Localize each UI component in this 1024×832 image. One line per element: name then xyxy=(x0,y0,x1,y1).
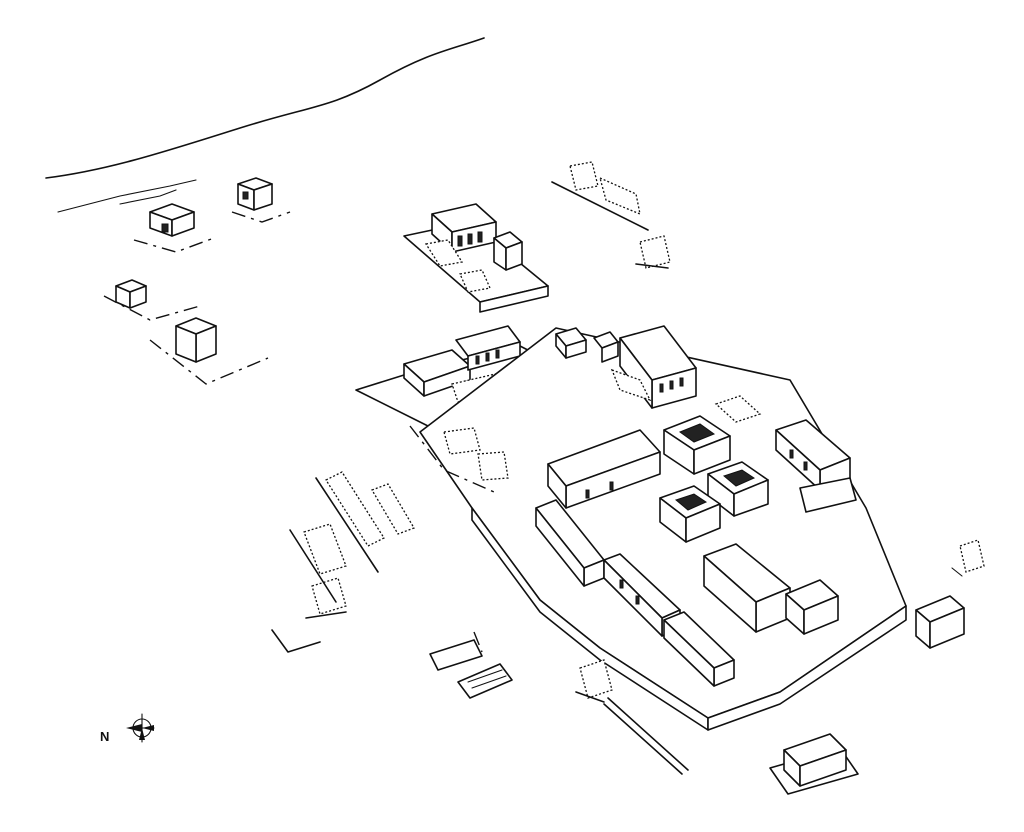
river-line xyxy=(45,37,485,179)
north-arrow xyxy=(126,713,155,743)
river-bank-2 xyxy=(119,189,177,205)
river-bank xyxy=(57,179,197,213)
south-platforms xyxy=(429,631,513,699)
temple-small-1 xyxy=(133,203,215,253)
cross-group xyxy=(271,471,415,653)
temple-small-2 xyxy=(231,177,291,223)
north-group-platform xyxy=(403,203,549,313)
temple-left-1 xyxy=(103,279,201,321)
northeast-ruins xyxy=(551,161,671,269)
court-ne-ruin xyxy=(714,395,762,423)
main-palace-platform xyxy=(419,325,907,731)
west-ruins xyxy=(409,425,509,493)
north-label: N xyxy=(100,729,110,744)
south-temple xyxy=(769,733,859,795)
east-temple xyxy=(915,539,985,649)
temple-left-2 xyxy=(149,317,269,385)
south-ruin-temple xyxy=(575,659,689,775)
